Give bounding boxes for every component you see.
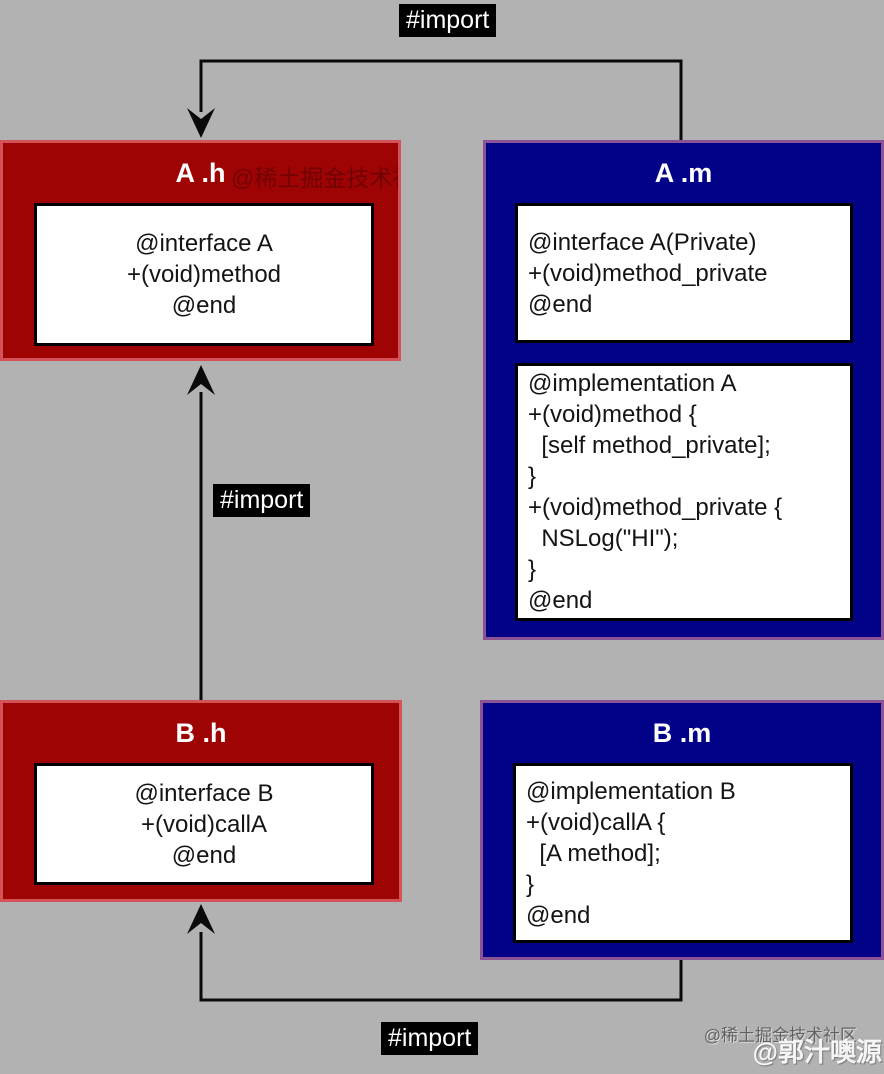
file-box-b-h: B .h @interface B +(void)callA @end — [0, 700, 402, 902]
code-box-a-m-implementation: @implementation A +(void)method { [self … — [515, 363, 853, 621]
import-label-top: #import — [399, 4, 497, 37]
code-text-a-m-interface: @interface A(Private) +(void)method_priv… — [528, 228, 768, 318]
code-text-b-h: @interface B +(void)callA @end — [134, 779, 274, 869]
import-label-bottom: #import — [381, 1022, 479, 1055]
code-text-b-m: @implementation B +(void)callA { [A meth… — [526, 777, 736, 929]
file-box-a-m: A .m @interface A(Private) +(void)method… — [483, 140, 884, 640]
file-box-b-m-title: B .m — [652, 717, 712, 748]
file-box-b-h-title: B .h — [175, 717, 227, 748]
code-box-b-m-implementation: @implementation B +(void)callA { [A meth… — [513, 763, 853, 943]
code-box-a-h-interface: @interface A +(void)method @end — [34, 203, 374, 346]
file-box-a-m-title: A .m — [654, 157, 713, 188]
file-box-a-h: A .h @稀土掘金技术社区 @interface A +(void)metho… — [0, 140, 401, 361]
code-text-a-h: @interface A +(void)method @end — [126, 230, 282, 319]
community-watermark: @稀土掘金技术社区 — [703, 1026, 857, 1045]
file-box-a-h-title: A .h — [175, 157, 226, 188]
header-watermark: @稀土掘金技术社区 — [231, 165, 398, 191]
code-text-a-m-implementation: @implementation A +(void)method { [self … — [528, 370, 783, 614]
import-arrow-am-to-ah — [199, 59, 683, 142]
code-box-b-h-interface: @interface B +(void)callA @end — [34, 763, 374, 885]
code-box-a-m-private-interface: @interface A(Private) +(void)method_priv… — [515, 203, 853, 343]
arrowhead-up-bh-bottom — [187, 904, 215, 934]
arrowhead-down-ah — [187, 108, 215, 138]
file-box-b-m: B .m @implementation B +(void)callA { [A… — [480, 700, 884, 960]
import-label-middle: #import — [213, 484, 311, 517]
author-watermark: @郭汁噢源 — [752, 1037, 882, 1067]
arrowhead-up-ah-bottom — [187, 365, 215, 395]
